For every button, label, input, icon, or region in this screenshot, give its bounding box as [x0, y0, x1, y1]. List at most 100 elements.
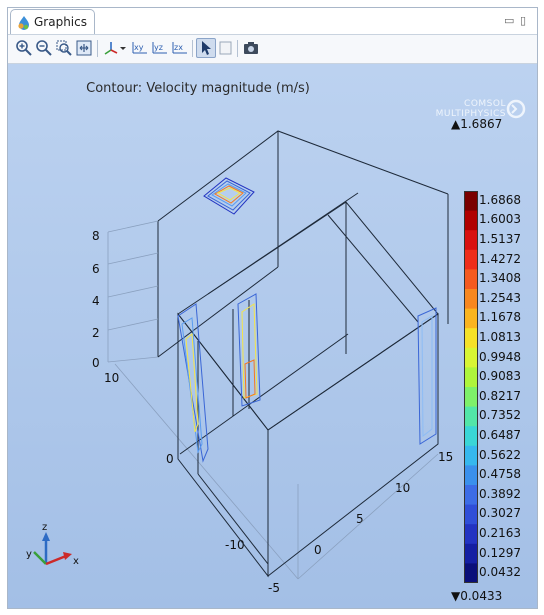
triad-x-label: x — [73, 556, 79, 567]
tab-graphics-label: Graphics — [34, 15, 87, 29]
clear-selection-icon[interactable] — [217, 39, 235, 57]
zoom-out-icon[interactable] — [35, 39, 53, 57]
z-tick: 4 — [92, 294, 100, 308]
plot-canvas[interactable]: Contour: Velocity magnitude (m/s) COMSOL… — [8, 64, 537, 608]
colorbar-tick-label: 0.7352 — [479, 408, 521, 423]
colorbar-swatch — [464, 465, 478, 486]
colorbar-tick-label: 0.3027 — [479, 506, 521, 521]
colorbar-tick-label: 0.9948 — [479, 349, 521, 364]
colorbar-swatch — [464, 269, 478, 290]
x-tick: 10 — [395, 481, 410, 495]
floor-grid — [114, 363, 439, 580]
colorbar-swatch — [464, 249, 478, 270]
x-axis-ticks: 15 10 5 0 -5 — [268, 450, 453, 595]
room-geometry — [177, 192, 439, 578]
comsol-logo-icon — [506, 99, 526, 119]
z-tick: 0 — [92, 356, 100, 370]
colorbar-tick-label: 0.2163 — [479, 526, 521, 540]
colorbar-swatch — [464, 347, 478, 368]
colorbar-max-value: 1.6867 — [460, 117, 503, 131]
colorbar-tick-label: 1.3408 — [479, 271, 521, 286]
triad-y-label: y — [26, 549, 32, 560]
colorbar-tick-label: 0.5622 — [479, 447, 521, 462]
colorbar-max-label: ▲1.6867 — [451, 117, 503, 131]
velocity-contours — [177, 177, 437, 463]
xy-plane-view-icon[interactable]: xy — [131, 39, 149, 57]
colorbar-swatch — [464, 543, 478, 564]
maximize-button[interactable]: ▯ — [520, 14, 527, 27]
graphics-icon — [18, 16, 29, 30]
colorbar-min-label: ▼0.0433 — [451, 589, 503, 603]
x-tick: 5 — [356, 512, 364, 526]
minimize-button[interactable]: ▭ — [504, 14, 515, 27]
colorbar-swatch — [464, 308, 478, 329]
x-tick: 0 — [314, 543, 322, 557]
colorbar-swatch — [464, 191, 478, 212]
y-tick: 10 — [104, 371, 119, 385]
x-tick: -5 — [268, 581, 280, 595]
colorbar-frame — [464, 191, 478, 583]
colorbar-swatch — [464, 426, 478, 447]
xy-label: xy — [134, 43, 144, 52]
colorbar-tick-label: 1.6003 — [479, 212, 521, 227]
go-to-default-view-icon[interactable] — [102, 39, 120, 57]
toolbar-separator — [192, 40, 193, 57]
colorbar-min-value: 0.0433 — [460, 589, 503, 603]
colorbar-swatch — [464, 387, 478, 408]
comsol-logo: COMSOL MULTIPHYSICS — [426, 99, 506, 119]
logo-text-1: COMSOL — [464, 99, 506, 109]
colorbar — [464, 191, 478, 583]
graphics-window: Graphics ▭ ▯ xy yz zx Contour: Velocity … — [7, 7, 538, 609]
colorbar-tick-label: 0.6487 — [479, 428, 521, 442]
colorbar-swatch — [464, 328, 478, 349]
zoom-in-icon[interactable] — [15, 39, 33, 57]
colorbar-tick-label: 1.6868 — [479, 192, 521, 207]
y-tick: -10 — [225, 538, 245, 552]
colorbar-tick-label: 1.4272 — [479, 251, 521, 266]
colorbar-tick-label: 0.8217 — [479, 388, 521, 403]
colorbar-tick-label: 1.5137 — [479, 232, 521, 246]
colorbar-swatch — [464, 289, 478, 310]
yz-plane-view-icon[interactable]: yz — [151, 39, 169, 57]
colorbar-swatch — [464, 524, 478, 545]
z-tick: 8 — [92, 229, 100, 243]
toolbar-separator — [237, 40, 238, 57]
yz-label: yz — [154, 43, 163, 52]
graphics-toolbar: xy yz zx — [8, 35, 537, 64]
axes-triad: z y x — [26, 522, 79, 567]
colorbar-tick-label: 1.0813 — [479, 330, 521, 344]
zx-plane-view-icon[interactable]: zx — [171, 39, 189, 57]
axis-grid — [107, 220, 159, 363]
z-tick: 2 — [92, 326, 100, 340]
plot-title: Contour: Velocity magnitude (m/s) — [86, 81, 310, 96]
tab-graphics[interactable]: Graphics — [10, 9, 95, 34]
colorbar-tick-label: 1.2543 — [479, 290, 521, 305]
chevron-down-icon[interactable] — [118, 39, 128, 57]
logo-text-2: MULTIPHYSICS — [435, 109, 506, 119]
y-tick: 0 — [166, 452, 174, 466]
triad-z-label: z — [42, 522, 47, 533]
colorbar-tick-label: 1.1678 — [479, 310, 521, 325]
zx-label: zx — [174, 43, 183, 52]
colorbar-swatch — [464, 406, 478, 427]
colorbar-tick-label: 0.0432 — [479, 565, 521, 580]
colorbar-tick-label: 0.3892 — [479, 486, 521, 501]
colorbar-swatch — [464, 563, 478, 583]
zoom-box-icon[interactable] — [55, 39, 73, 57]
colorbar-tick-label: 0.1297 — [479, 545, 521, 560]
x-tick: 15 — [438, 450, 453, 464]
camera-icon[interactable] — [242, 39, 260, 57]
toolbar-separator — [97, 40, 98, 57]
select-icon[interactable] — [196, 38, 216, 58]
zoom-extents-icon[interactable] — [75, 39, 93, 57]
colorbar-swatch — [464, 210, 478, 231]
colorbar-swatch — [464, 230, 478, 251]
colorbar-swatch — [464, 367, 478, 388]
geometry-view: 8 6 4 2 0 10 0 -10 15 10 5 0 -5 — [26, 130, 453, 595]
z-tick: 6 — [92, 262, 100, 276]
colorbar-swatch — [464, 504, 478, 525]
z-axis-ticks: 8 6 4 2 0 — [92, 229, 100, 370]
colorbar-tick-label: 0.9083 — [479, 369, 521, 384]
bounding-box — [157, 130, 449, 358]
colorbar-swatch — [464, 485, 478, 506]
